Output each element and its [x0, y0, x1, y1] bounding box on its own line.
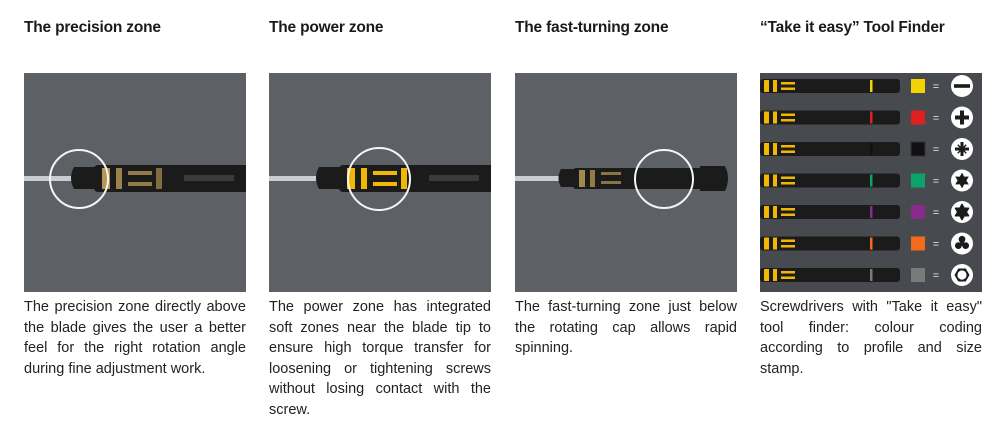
handle-soft-zone [781, 239, 795, 242]
screwdriver-blade [269, 176, 324, 181]
highlight-circle [634, 149, 694, 209]
handle-soft-zone [764, 80, 769, 92]
tool-finder-row: = [760, 138, 973, 160]
handle-soft-zone [781, 213, 795, 216]
precision-zone-title: The precision zone [24, 19, 161, 36]
fast-turning-zone-description: The fast-turning zone just below the rot… [515, 299, 737, 357]
handle-soft-zone [764, 269, 769, 281]
tool-finder-row: = [760, 264, 973, 286]
handle-soft-zone [773, 111, 777, 124]
highlight-circle [49, 149, 109, 209]
screwdriver-blade [24, 176, 79, 181]
handle-color-ring [870, 111, 873, 124]
equals-sign: = [933, 176, 939, 188]
tool-finder-row: = [760, 106, 973, 129]
equals-sign: = [933, 81, 939, 93]
handle-soft-zone [781, 82, 795, 85]
handle-soft-zone [773, 174, 777, 187]
color-swatch [910, 141, 926, 157]
handle-soft-zone [781, 176, 795, 179]
handle-soft-zone [764, 237, 769, 250]
tool-finder-row: = [760, 232, 973, 255]
color-swatch [911, 205, 925, 219]
handle-soft-zone [781, 113, 795, 116]
handle-color-ring [870, 143, 873, 155]
handle-soft-zone [781, 245, 795, 248]
mini-handle [760, 110, 900, 125]
color-swatch [911, 110, 925, 125]
handle-color-ring [870, 174, 873, 187]
mini-handle [760, 268, 900, 282]
screwdriver-handle [558, 166, 728, 191]
equals-sign: = [933, 207, 939, 219]
handle-soft-zone [773, 143, 777, 155]
tool-finder-row: = [760, 169, 973, 192]
equals-sign: = [933, 239, 939, 251]
power-zone-image [269, 73, 491, 292]
handle-soft-zone [781, 182, 795, 185]
mini-handle [760, 236, 900, 251]
tool-finder-description: Screwdrivers with "Take it easy" tool fi… [760, 299, 982, 377]
power-zone-description: The power zone has integrated soft zones… [269, 299, 491, 418]
fast-turning-zone-image [515, 73, 737, 292]
power-zone-title: The power zone [269, 19, 384, 36]
handle-soft-zone [781, 119, 795, 122]
highlight-circle [347, 147, 411, 211]
tool-finder-image: = = = = = = = [760, 73, 982, 292]
precision-zone-image [24, 73, 246, 292]
mini-handle [760, 142, 900, 156]
handle-color-ring [870, 269, 873, 281]
handle-soft-zone [781, 276, 795, 279]
color-swatch [911, 79, 925, 93]
color-swatch [911, 236, 925, 251]
screwdriver-handle [316, 165, 491, 192]
screwdriver-handle [71, 165, 246, 192]
fast-turning-zone-title: The fast-turning zone [515, 19, 669, 36]
handle-soft-zone [773, 206, 777, 218]
handle-soft-zone [781, 150, 795, 153]
mini-handle [760, 79, 900, 93]
handle-soft-zone [773, 80, 777, 92]
handle-soft-zone [781, 145, 795, 148]
mini-handle [760, 173, 900, 188]
handle-soft-zone [781, 87, 795, 90]
color-swatch [911, 268, 925, 282]
equals-sign: = [933, 144, 939, 156]
handle-soft-zone [781, 208, 795, 211]
equals-sign: = [933, 113, 939, 125]
tool-finder-title: “Take it easy” Tool Finder [760, 19, 945, 36]
handle-soft-zone [764, 174, 769, 187]
handle-soft-zone [773, 237, 777, 250]
tool-finder-row: = [760, 75, 973, 97]
handle-color-ring [870, 80, 873, 92]
handle-soft-zone [764, 143, 769, 155]
mini-handle [760, 205, 900, 219]
screwdriver-blade [515, 176, 565, 181]
handle-soft-zone [764, 111, 769, 124]
equals-sign: = [933, 270, 939, 282]
handle-soft-zone [773, 269, 777, 281]
handle-color-ring [870, 237, 873, 250]
handle-soft-zone [781, 271, 795, 274]
color-swatch [911, 173, 925, 188]
handle-color-ring [870, 206, 873, 218]
precision-zone-description: The precision zone directly above the bl… [24, 299, 246, 377]
tool-finder-row: = [760, 201, 973, 223]
handle-soft-zone [764, 206, 769, 218]
